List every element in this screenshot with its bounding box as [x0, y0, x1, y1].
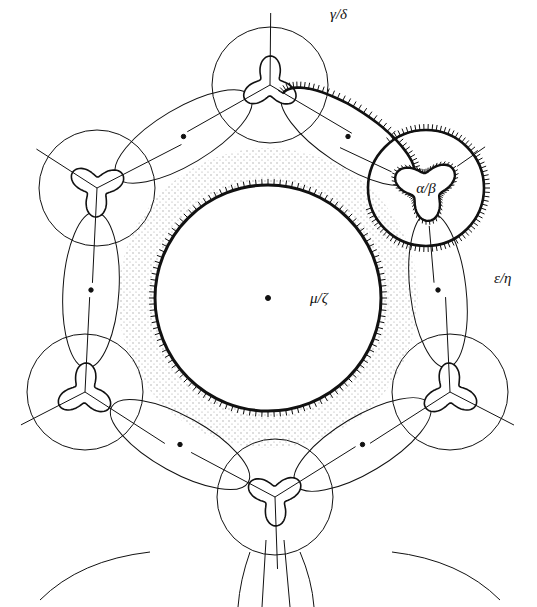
spoke-line — [97, 145, 181, 188]
spoke-line — [85, 392, 165, 443]
spoke-line — [450, 392, 514, 425]
spoke-line — [429, 226, 434, 283]
region-label: α/β — [414, 180, 438, 197]
trefoil-shape — [58, 363, 110, 412]
trefoil-shape — [424, 363, 476, 412]
spoke-line — [92, 188, 97, 283]
center-dot — [360, 442, 364, 446]
spoke-line — [36, 149, 97, 188]
boundary-label: ε/η — [492, 270, 514, 287]
center-dot — [436, 288, 440, 292]
ellipse-outline — [102, 73, 265, 201]
region-label: μ/ζ — [308, 290, 330, 307]
central-outline — [155, 185, 381, 411]
spoke-line — [370, 392, 450, 443]
spoke-line — [270, 13, 272, 85]
hatched-circle — [368, 130, 484, 246]
stippled-ring — [118, 148, 418, 448]
center-dot — [181, 134, 185, 138]
trefoil-region: α/β — [383, 145, 469, 231]
outline-drawing — [21, 13, 514, 569]
stipple-fill — [118, 148, 418, 448]
center-dot — [266, 296, 271, 301]
ellipse-outline — [98, 382, 262, 506]
hatching — [149, 82, 490, 417]
trefoil-shape — [249, 478, 301, 526]
spoke-line — [446, 297, 450, 392]
ellipse-outline — [281, 380, 444, 508]
trefoil-shape — [395, 165, 455, 221]
center-dot — [178, 442, 182, 446]
spoke-line — [275, 447, 356, 497]
boundary-label: γ/δ — [328, 6, 349, 23]
spoke-line — [21, 392, 85, 425]
center-dot — [346, 134, 350, 138]
lower-extensions — [40, 540, 500, 607]
spoke-line — [191, 452, 275, 497]
trefoil-shape — [71, 168, 123, 217]
spoke-line — [85, 297, 90, 392]
hatched-ellipse-edge — [283, 88, 415, 180]
ellipse-outline — [58, 210, 123, 369]
spoke-line — [275, 497, 278, 569]
cell-circle — [368, 130, 484, 246]
spoke-line — [340, 148, 392, 172]
central-circle: μ/ζ — [155, 185, 381, 411]
spoke-line — [187, 85, 270, 132]
center-dot — [89, 288, 93, 292]
spoke-line — [457, 147, 485, 166]
